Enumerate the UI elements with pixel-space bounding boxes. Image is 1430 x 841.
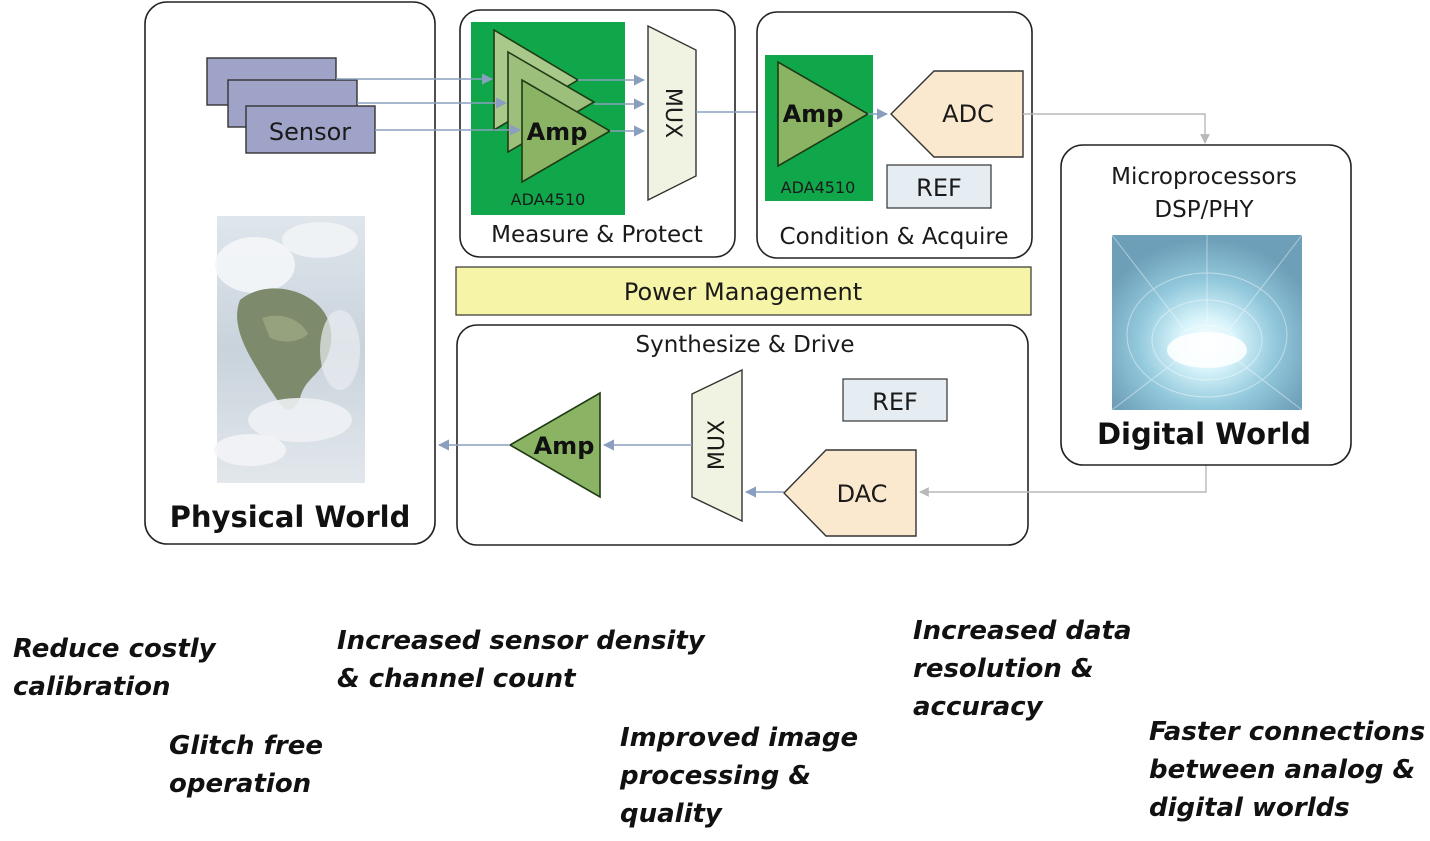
condition-chip-label: ADA4510 xyxy=(781,178,856,197)
condition-ref-block xyxy=(886,164,992,209)
sensor-label: Sensor xyxy=(269,118,351,146)
dac-label: DAC xyxy=(837,480,888,508)
benefit-line: operation xyxy=(169,769,312,799)
digital-line1: Microprocessors xyxy=(1111,164,1297,190)
benefit-line: calibration xyxy=(13,672,171,702)
benefit-line: Reduce costly xyxy=(13,634,216,664)
benefit-line: accuracy xyxy=(913,692,1043,722)
benefit-data-resolution: Increased data resolution & accuracy xyxy=(913,612,1132,726)
synthesize-drive-title: Synthesize & Drive xyxy=(635,332,854,358)
synth-amp-label: Amp xyxy=(534,432,595,460)
synth-amp-triangle xyxy=(508,391,601,499)
condition-ref-label: REF xyxy=(916,174,962,202)
benefit-line: digital worlds xyxy=(1149,793,1350,823)
benefit-line: Glitch free xyxy=(169,731,323,761)
benefit-line: processing & xyxy=(620,761,812,791)
power-management-bar xyxy=(455,266,1032,316)
measure-chip-label: ADA4510 xyxy=(511,190,586,209)
benefit-line: & channel count xyxy=(337,664,576,694)
measure-mux xyxy=(647,24,697,202)
measure-mux-label: MUX xyxy=(660,88,685,138)
synth-ref-block xyxy=(842,378,948,422)
benefit-line: between analog & xyxy=(1149,755,1416,785)
condition-amp-label: Amp xyxy=(783,100,844,128)
amp-triangle-front xyxy=(521,78,612,184)
benefit-line: quality xyxy=(620,799,722,829)
synth-mux-label: MUX xyxy=(705,420,730,470)
signal-chain-diagram: Sensor Physical World Amp ADA4510 MUX Me… xyxy=(144,1,1352,546)
digital-line2: DSP/PHY xyxy=(1154,197,1254,223)
adc-to-digital-arrow xyxy=(1023,113,1210,144)
benefit-line: Improved image xyxy=(620,723,859,753)
benefit-line: Increased sensor density xyxy=(337,626,705,656)
dac-block xyxy=(783,449,917,537)
benefit-sensor-density: Increased sensor density & channel count xyxy=(337,622,705,698)
adc-label: ADC xyxy=(942,100,994,128)
sensor-stack: Sensor xyxy=(206,57,376,154)
benefit-line: resolution & xyxy=(913,654,1094,684)
benefit-image-processing: Improved image processing & quality xyxy=(620,719,858,833)
measure-protect-title: Measure & Protect xyxy=(491,222,703,248)
digital-to-dac-arrow xyxy=(919,465,1207,497)
sensor-block-front xyxy=(245,105,376,154)
synth-output-arrows xyxy=(437,439,784,498)
condition-acquire-title: Condition & Acquire xyxy=(780,224,1009,250)
physical-world-title: Physical World xyxy=(170,500,411,534)
benefit-faster-connections: Faster connections between analog & digi… xyxy=(1149,713,1425,827)
condition-amp-triangle xyxy=(777,60,870,168)
benefit-reduce-calibration: Reduce costly calibration xyxy=(13,630,216,706)
earth-icon xyxy=(214,216,365,483)
benefit-line: Faster connections xyxy=(1149,717,1426,747)
measure-amp-label: Amp xyxy=(527,118,588,146)
synth-mux xyxy=(691,368,743,523)
benefit-line: Increased data xyxy=(913,616,1132,646)
benefit-glitch-free: Glitch free operation xyxy=(169,727,323,803)
adc-block xyxy=(890,70,1024,158)
digital-world-title: Digital World xyxy=(1097,417,1311,451)
power-management-label: Power Management xyxy=(624,278,862,306)
binary-tunnel-icon xyxy=(1111,234,1303,411)
synth-ref-label: REF xyxy=(872,388,918,416)
